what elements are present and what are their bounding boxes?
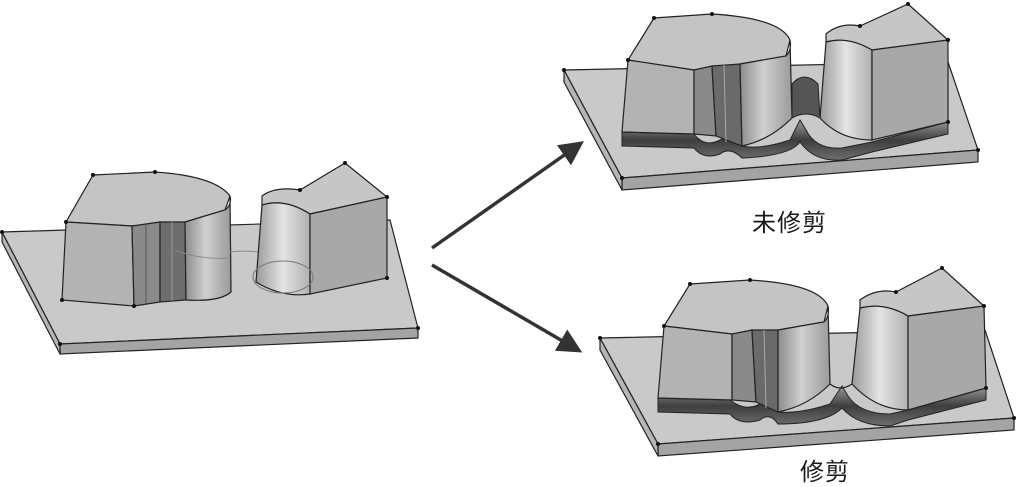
- base-plate-side: [563, 69, 623, 191]
- caption-trimmed: 修剪: [800, 458, 850, 486]
- notch-inner: [711, 63, 743, 147]
- left-block-front: [61, 221, 135, 307]
- right-block-front: [871, 39, 949, 141]
- untrimmed-model: [562, 2, 980, 191]
- arrow-to-untrimmed: [430, 141, 585, 250]
- trimmed-model: [598, 266, 1016, 457]
- left-cylinder: [184, 195, 232, 301]
- right-cylinder: [819, 39, 873, 141]
- left-cylinder: [777, 305, 831, 413]
- caption-untrimmed: 未修剪: [752, 209, 827, 237]
- right-cylinder: [255, 202, 311, 296]
- notch-inner: [159, 221, 187, 303]
- arrow-to-trimmed: [431, 263, 583, 353]
- base-plate-side: [1, 231, 61, 355]
- base-plate-side: [599, 337, 659, 457]
- original-model: [0, 161, 420, 355]
- left-block-front: [657, 325, 733, 401]
- left-block-front: [621, 59, 695, 135]
- right-block-front: [309, 196, 388, 295]
- left-cylinder: [739, 39, 793, 147]
